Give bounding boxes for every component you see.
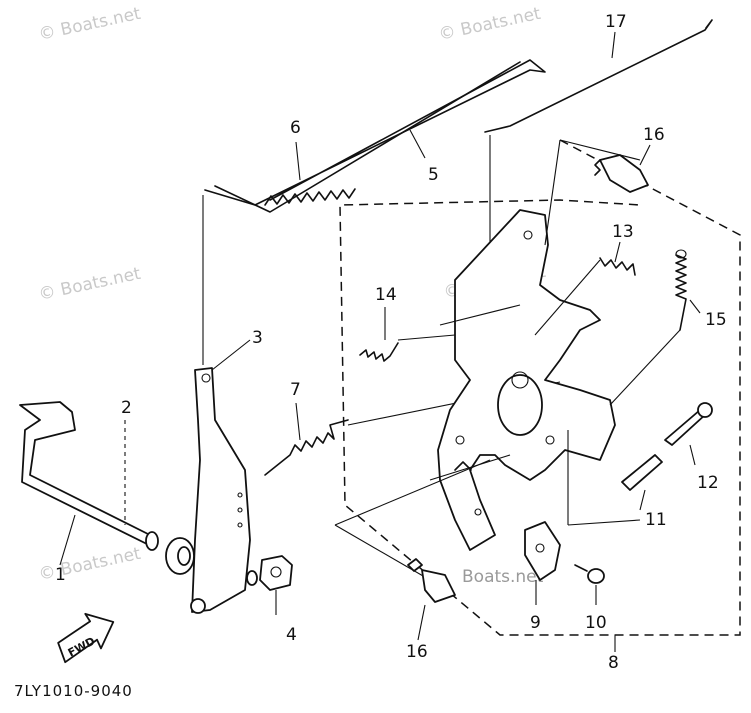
callout-16-bottom: 16 [406, 642, 428, 662]
callout-14: 14 [375, 285, 397, 305]
spring-6 [264, 188, 356, 206]
callout-13: 13 [612, 222, 634, 242]
screw-10 [574, 564, 605, 605]
throttle-rod-5 [204, 59, 546, 213]
fwd-arrow-icon: FWD [57, 612, 115, 664]
watermark: Boats.net [462, 567, 544, 587]
callout-2: 2 [121, 398, 132, 418]
bolt-16-bottom [407, 558, 456, 603]
bushing [165, 537, 195, 575]
diagram-code: 7LY1010-9040 [14, 682, 133, 700]
pin-12 [664, 402, 713, 446]
callout-4: 4 [286, 625, 297, 645]
watermark: © Boats.net [437, 4, 543, 45]
plate-9 [524, 521, 561, 605]
bolt-16-top [594, 154, 649, 193]
assembly-boundary-8 [339, 139, 741, 652]
callout-6: 6 [290, 118, 301, 138]
callout-15: 15 [705, 310, 727, 330]
bracket-assembly-8 [437, 209, 616, 551]
spring-15 [609, 249, 687, 406]
watermark: © Boats.net [37, 4, 143, 45]
callout-3: 3 [252, 328, 263, 348]
watermark: © Boats.net [37, 264, 143, 305]
spring-13 [534, 257, 636, 336]
callout-8: 8 [608, 653, 619, 673]
pin-11 [621, 454, 663, 491]
callout-11: 11 [645, 510, 667, 530]
spring-14 [359, 334, 456, 362]
control-rod-17 [484, 19, 713, 255]
callout-7: 7 [290, 380, 301, 400]
callout-5: 5 [428, 165, 439, 185]
callout-16-top: 16 [643, 125, 665, 145]
lever-3 [190, 367, 251, 614]
callout-12: 12 [697, 473, 719, 493]
callout-9: 9 [530, 613, 541, 633]
control-shaft-1 [19, 401, 159, 551]
nut-4 [246, 555, 293, 591]
callout-10: 10 [585, 613, 607, 633]
callout-1: 1 [55, 565, 66, 585]
watermark: © Boats.net [37, 544, 143, 585]
callout-17: 17 [605, 12, 627, 32]
